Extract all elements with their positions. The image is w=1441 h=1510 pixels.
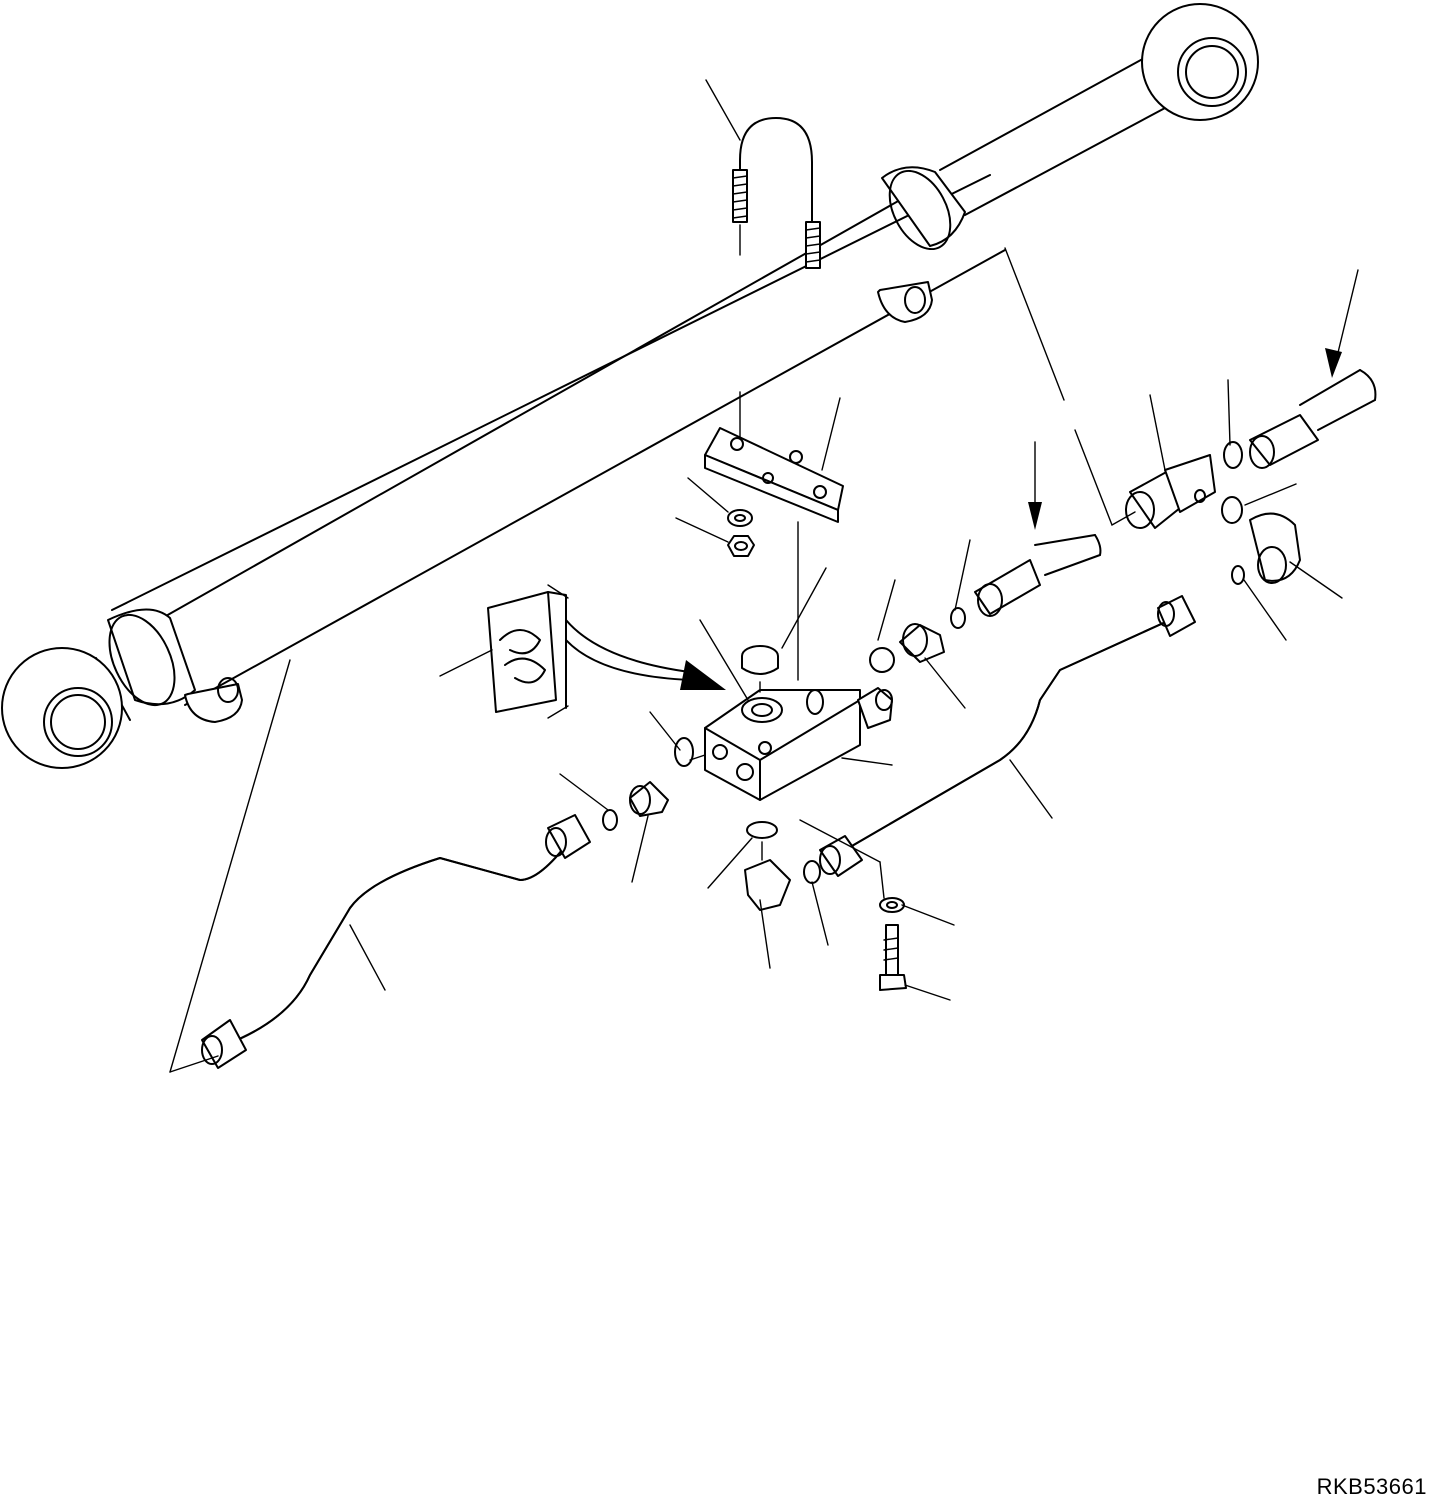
washer-and-nut (727, 509, 755, 557)
u-bolt (732, 117, 821, 269)
tube-left (201, 814, 591, 1069)
sealant-tube (487, 591, 726, 713)
adapter-right (869, 534, 1102, 673)
adapter-left (602, 737, 706, 831)
plug-cap (741, 645, 779, 693)
drawing-reference-code: RKB53661 (1316, 1474, 1427, 1499)
mounting-plate (704, 391, 844, 681)
valve-block (704, 687, 893, 801)
leader-lines (169, 79, 1343, 1073)
hose-upper-right (1249, 369, 1377, 469)
elbow-fitting-right (1231, 512, 1301, 585)
tube-right (819, 595, 1196, 877)
hydraulic-cylinder (1, 3, 1259, 769)
bolt-and-washer (879, 897, 907, 991)
flow-arrows (1028, 269, 1359, 530)
tee-fitting (1125, 441, 1243, 529)
elbow-fitting-bottom (744, 821, 821, 911)
